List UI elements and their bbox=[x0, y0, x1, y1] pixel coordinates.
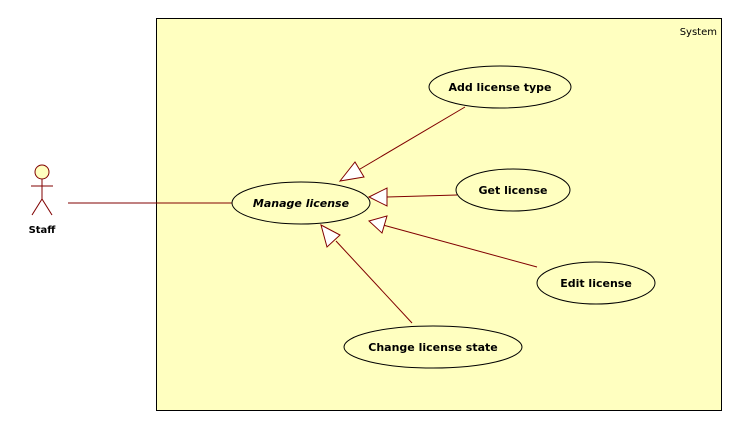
actor-left-leg bbox=[31, 198, 43, 216]
use-case-get-license[interactable]: Get license bbox=[455, 168, 571, 212]
use-case-change-license-state[interactable]: Change license state bbox=[343, 325, 523, 369]
system-label: System bbox=[680, 27, 717, 38]
use-case-edit-license[interactable]: Edit license bbox=[536, 261, 656, 305]
use-case-ellipse bbox=[536, 261, 656, 305]
use-case-ellipse bbox=[455, 168, 571, 212]
use-case-label: Edit license bbox=[560, 277, 632, 290]
use-case-label: Add license type bbox=[448, 81, 551, 94]
use-case-label: Manage license bbox=[253, 197, 350, 210]
actor-staff[interactable]: Staff bbox=[29, 164, 57, 236]
use-case-ellipse bbox=[231, 181, 371, 225]
generalization-change-license-state[interactable] bbox=[335, 240, 413, 324]
use-case-ellipse bbox=[343, 325, 523, 369]
generalization-get-license[interactable] bbox=[386, 194, 458, 198]
use-case-add-license-type[interactable]: Add license type bbox=[428, 65, 572, 109]
use-case-manage-license[interactable]: Manage license bbox=[231, 181, 371, 225]
arrowhead-edit-license bbox=[368, 215, 388, 234]
actor-label: Staff bbox=[29, 225, 57, 236]
use-case-ellipse bbox=[428, 65, 572, 109]
generalization-edit-license[interactable] bbox=[382, 224, 538, 268]
arrowhead-get-license bbox=[367, 187, 388, 207]
arrowhead-change-license-state bbox=[320, 224, 341, 248]
use-case-label: Get license bbox=[479, 184, 548, 197]
use-case-label: Change license state bbox=[368, 341, 497, 354]
arrowhead-add-license-type bbox=[338, 161, 365, 182]
actor-right-leg bbox=[41, 198, 53, 216]
actor-head bbox=[34, 164, 50, 180]
generalization-add-license-type[interactable] bbox=[354, 106, 466, 173]
